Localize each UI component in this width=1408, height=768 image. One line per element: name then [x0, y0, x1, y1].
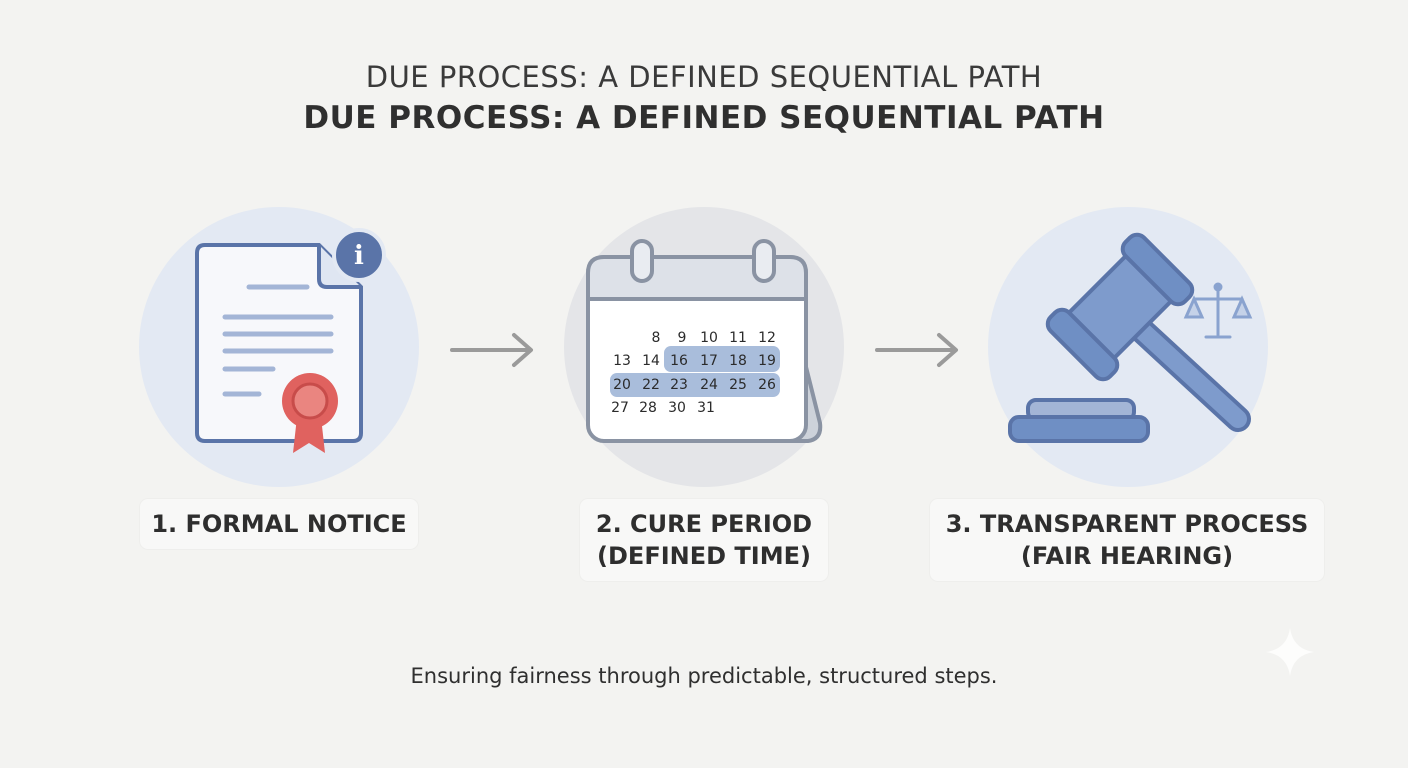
step-1-circle: i [139, 207, 419, 487]
sparkle-icon [1266, 628, 1314, 676]
calendar-date: 10 [700, 330, 718, 346]
step-label-line: 2. CURE PERIOD [595, 510, 813, 538]
step-1-label: 1. FORMAL NOTICE [140, 499, 418, 549]
calendar-date: 11 [729, 330, 747, 346]
calendar-icon: 8 9 10 11 12 13 14 16 17 18 19 20 22 23 … [586, 239, 823, 443]
step-label-subline: (DEFINED TIME) [597, 542, 811, 570]
calendar-date: 22 [642, 377, 660, 393]
calendar-dates: 8 9 10 11 12 13 14 16 17 18 19 20 22 23 … [611, 330, 776, 416]
calendar-date: 31 [697, 400, 715, 416]
calendar-date: 16 [670, 353, 688, 369]
footer-caption: Ensuring fairness through predictable, s… [410, 664, 998, 688]
page-title-light: DUE PROCESS: A DEFINED SEQUENTIAL PATH [365, 60, 1043, 94]
step-2-label: 2. CURE PERIOD (DEFINED TIME) [580, 499, 828, 581]
calendar-date: 14 [642, 353, 660, 369]
calendar-date: 24 [700, 377, 718, 393]
calendar-date: 28 [639, 400, 657, 416]
calendar-date: 25 [729, 377, 747, 393]
gavel-icon [1008, 232, 1253, 443]
calendar-date: 8 [652, 330, 661, 346]
calendar-date: 19 [758, 353, 776, 369]
calendar-date: 26 [758, 377, 776, 393]
arrow-right-icon [875, 333, 958, 367]
calendar-date: 20 [613, 377, 631, 393]
step-3-circle [988, 207, 1268, 487]
info-icon: i [354, 241, 364, 271]
document-seal-icon: i [195, 228, 386, 453]
calendar-date: 27 [611, 400, 629, 416]
step-2-circle: 8 9 10 11 12 13 14 16 17 18 19 20 22 23 … [564, 207, 844, 487]
step-label-line: 1. FORMAL NOTICE [151, 510, 407, 538]
step-label-subline: (FAIR HEARING) [1020, 542, 1234, 570]
calendar-date: 13 [613, 353, 631, 369]
calendar-date: 9 [678, 330, 687, 346]
arrow-right-icon [450, 333, 533, 367]
calendar-date: 17 [700, 353, 718, 369]
calendar-date: 30 [668, 400, 686, 416]
calendar-date: 18 [729, 353, 747, 369]
scales-icon [1183, 282, 1253, 339]
step-3-label: 3. TRANSPARENT PROCESS (FAIR HEARING) [930, 499, 1324, 581]
calendar-date: 23 [670, 377, 688, 393]
page-title-bold: DUE PROCESS: A DEFINED SEQUENTIAL PATH [303, 100, 1105, 136]
step-label-line: 3. TRANSPARENT PROCESS [945, 510, 1309, 538]
calendar-date: 12 [758, 330, 776, 346]
